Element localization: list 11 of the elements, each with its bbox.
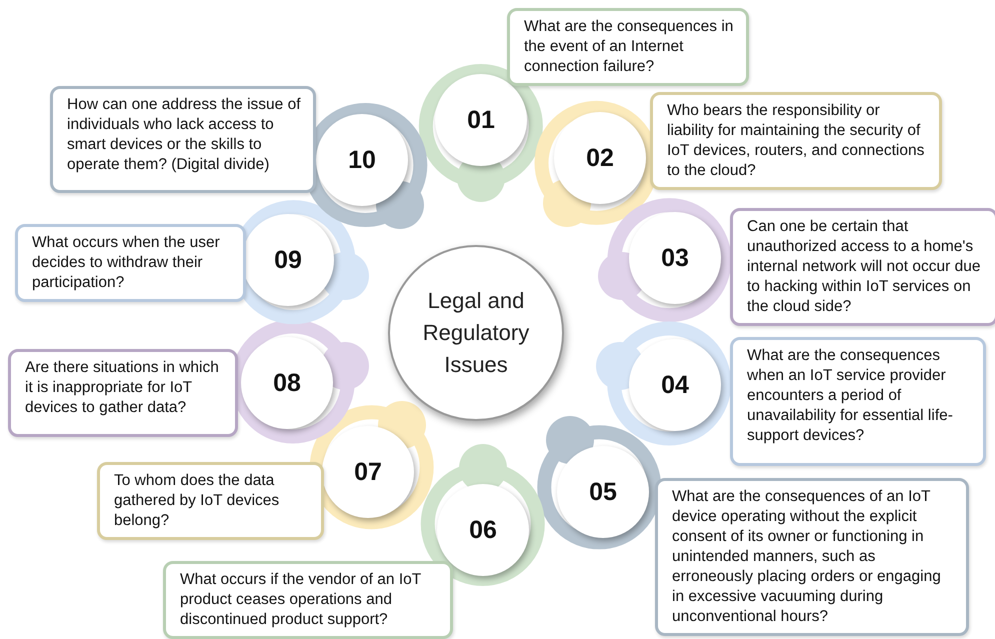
question-box: What occurs when the user decides to withdraw their participation? xyxy=(15,224,246,302)
question-box: Who bears the responsibility or liability for maintaining the security of IoT devices, routers, and connections to the cloud? xyxy=(650,92,942,190)
topic-circle: Legal and Regulatory Issues xyxy=(388,245,564,421)
question-box: Are there situations in which it is inappropriate for IoT devices to gather data? xyxy=(8,349,238,437)
question-box: What are the consequences when an IoT service provider encounters a period of unavailability for essential life-support devices? xyxy=(730,337,986,466)
question-box: How can one address the issue of individuals who lack access to smart devices or the skills to operate them? (Digital divide) xyxy=(50,86,316,193)
question-box: What occurs if the vendor of an IoT product ceases operations and discontinued product support? xyxy=(163,561,453,639)
question-box: What are the consequences in the event of an Internet connection failure? xyxy=(507,8,749,86)
question-box: Can one be certain that unauthorized access to a home's internal network will not occur due to hacking within IoT services on the cloud side? xyxy=(730,208,995,326)
question-box: To whom does the data gathered by IoT devices belong? xyxy=(97,462,324,540)
question-box: What are the consequences of an IoT device operating without the explicit consent of its owner or functioning in unintended manners, such as erroneously placing orders or engaging in excessive vacuuming during unconventional hours? xyxy=(655,478,969,636)
